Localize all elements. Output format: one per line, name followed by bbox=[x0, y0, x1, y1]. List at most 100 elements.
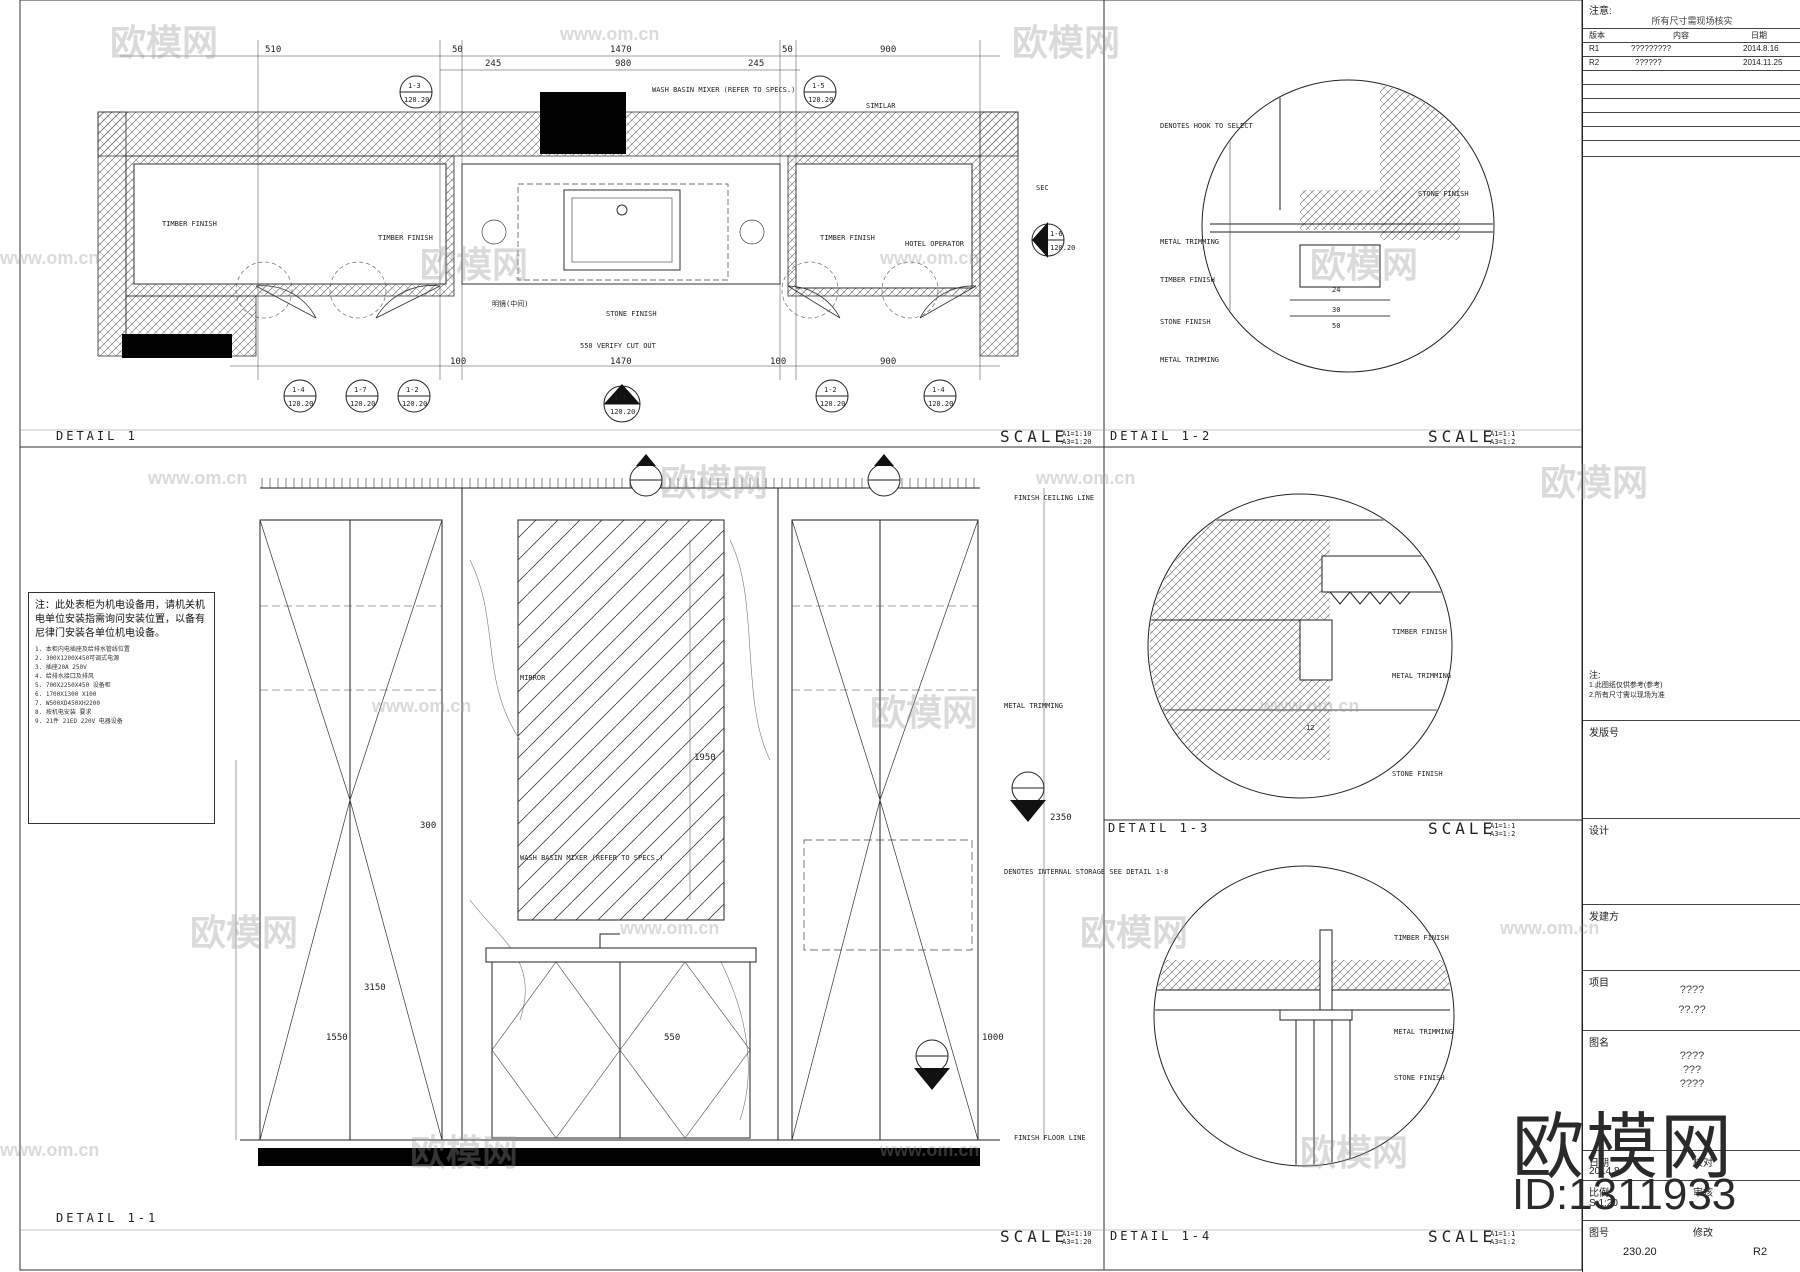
elev-dim-1000: 1000 bbox=[982, 1033, 1004, 1043]
d13-stone-label: STONE FINISH bbox=[1392, 770, 1443, 778]
dim-bot-100a: 100 bbox=[450, 357, 466, 367]
detail-1-4-circle: TIMBER FINISH METAL TRIMMING STONE FINIS… bbox=[1153, 865, 1455, 1167]
d12-stone-label-2: STONE FINISH bbox=[1160, 318, 1211, 326]
notes-line-3: 3. 插座20A 250V bbox=[35, 664, 87, 671]
plan-stone-label: STONE FINISH bbox=[606, 310, 657, 318]
plan-cutout-label: 550 VERIFY CUT OUT bbox=[580, 342, 657, 350]
tb-notes-sub: 所有尺寸需现场核实 bbox=[1651, 16, 1733, 26]
d14-timber-label: TIMBER FINISH bbox=[1394, 934, 1449, 942]
d12-select-label: DENOTES HOOK TO SELECT bbox=[1160, 122, 1254, 130]
tb-rev1-desc: ????????? bbox=[1631, 44, 1672, 53]
svg-text:120.20: 120.20 bbox=[928, 400, 953, 408]
notes-line-4: 4. 给排水接口及排风 bbox=[35, 673, 94, 680]
dim-bot-1470: 1470 bbox=[610, 357, 632, 367]
dim-50b: 50 bbox=[782, 45, 793, 55]
svg-text:1-3: 1-3 bbox=[408, 82, 421, 90]
tb-review-lbl: 审核 bbox=[1693, 1188, 1713, 1199]
title-detail14: DETAIL 1-4 bbox=[1110, 1229, 1212, 1243]
notes-line-2: 2. 300X1200X450可调式电源 bbox=[35, 655, 120, 662]
notes-line-8: 8. 按机电安装 要求 bbox=[35, 709, 92, 716]
tb-ver-val: R2 bbox=[1753, 1246, 1768, 1258]
dim-bot-900: 900 bbox=[880, 357, 896, 367]
dim-980: 980 bbox=[615, 59, 631, 69]
elev-denotes-label: DENOTES INTERNAL STORAGE SEE DETAIL 1-8 bbox=[1004, 868, 1168, 876]
tb-note2-line1: 1.此图纸仅供参考(参考) bbox=[1589, 682, 1663, 689]
plan-basin-label: WASH BASIN MIXER (REFER TO SPECS.) bbox=[652, 86, 795, 94]
tb-project-val2: ??.?? bbox=[1678, 1004, 1706, 1016]
tb-drawing-val: ???? bbox=[1679, 1050, 1705, 1062]
dim-1470: 1470 bbox=[610, 45, 632, 55]
tb-issue: 发版号 bbox=[1589, 728, 1619, 739]
svg-text:1-5: 1-5 bbox=[812, 82, 825, 90]
svg-text:120.20: 120.20 bbox=[402, 400, 427, 408]
dim-bot-100b: 100 bbox=[770, 357, 786, 367]
tb-rev1: R1 bbox=[1589, 44, 1600, 53]
d13-dim-12: 12 bbox=[1306, 724, 1314, 732]
tb-design: 设计 bbox=[1589, 826, 1609, 837]
scale-label-4: SCALE bbox=[1000, 1227, 1068, 1246]
detail-1-3-circle: TIMBER FINISH METAL TRIMMING STONE FINIS… bbox=[1147, 493, 1453, 799]
tb-drawing: 图名 bbox=[1589, 1038, 1609, 1049]
dim-900: 900 bbox=[880, 45, 896, 55]
elev-floor-label: FINISH FLOOR LINE bbox=[1014, 1134, 1086, 1142]
tb-check-lbl: 校对 bbox=[1693, 1158, 1713, 1169]
elev-dim-1550: 1550 bbox=[326, 1033, 348, 1043]
tb-rev1-date: 2014.8.16 bbox=[1743, 44, 1779, 53]
callout-bubble-2: 1-5 120.20 bbox=[803, 75, 837, 109]
svg-text:120.20: 120.20 bbox=[404, 96, 429, 104]
tb-col-date: 日期 bbox=[1751, 31, 1767, 40]
plan-hotel-label: HOTEL OPERATOR bbox=[905, 240, 965, 248]
elev-basin-label: WASH BASIN MIXER (REFER TO SPECS.) bbox=[520, 854, 663, 862]
watermark-id: ID:1311933 bbox=[1512, 1170, 1737, 1219]
d12-dim-50: 50 bbox=[1332, 322, 1340, 330]
plan-similar-label: SIMILAR bbox=[866, 102, 896, 110]
title-detail11: DETAIL 1-1 bbox=[56, 1211, 158, 1225]
title-detail1: DETAIL 1 bbox=[56, 429, 138, 443]
dim-50a: 50 bbox=[452, 45, 463, 55]
scale-label-1: SCALE bbox=[1000, 427, 1068, 446]
tb-ver-lbl: 修改 bbox=[1693, 1228, 1713, 1239]
tb-project-val: ???? bbox=[1679, 984, 1705, 996]
d14-stone-label: STONE FINISH bbox=[1394, 1074, 1445, 1082]
title-block: 注意: 所有尺寸需现场核实 版本 内容 日期 R1 ????????? 2014… bbox=[1582, 0, 1800, 1272]
notes-line-7: 7. W500XD450XH2200 bbox=[35, 700, 101, 707]
elev-dim-1950: 1950 bbox=[694, 753, 716, 763]
tb-notes-head: 注意: bbox=[1589, 6, 1612, 17]
elev-metal-label: METAL TRIMMING bbox=[1004, 702, 1063, 710]
scale-label-2: SCALE bbox=[1428, 427, 1496, 446]
elev-marker-side bbox=[1010, 771, 1046, 822]
plan-timber-label-2: TIMBER FINISH bbox=[378, 234, 433, 242]
notes-box: 注：此处表柜为机电设备用，请机关机电单位安装指需询问安装位置，以备有尼律门安装各… bbox=[28, 592, 215, 824]
title-detail12: DETAIL 1-2 bbox=[1110, 429, 1212, 443]
d12-dim-24: 24 bbox=[1332, 286, 1340, 294]
tb-rev2: R2 bbox=[1589, 58, 1600, 67]
elev-marker-low bbox=[914, 1039, 950, 1090]
elev-dim-300: 300 bbox=[420, 821, 436, 831]
scale-label-3: SCALE bbox=[1428, 819, 1496, 838]
svg-text:120.20: 120.20 bbox=[1050, 244, 1075, 252]
elev-mirror-label: MIRROR bbox=[520, 674, 546, 682]
tb-scale-lbl: 比例 bbox=[1589, 1188, 1609, 1199]
plan-view: 510 1470 900 245 980 245 50 50 1470 900 … bbox=[97, 40, 1075, 423]
watermark-logo-big: 欧模网 bbox=[1512, 1108, 1735, 1188]
plan-sec-label: SEC bbox=[1036, 184, 1049, 192]
tb-scale-val: S:1:20 bbox=[1589, 1198, 1618, 1209]
elev-dim-550: 550 bbox=[664, 1033, 680, 1043]
dim-510: 510 bbox=[265, 45, 281, 55]
svg-text:120.20: 120.20 bbox=[808, 96, 833, 104]
d13-timber-label: TIMBER FINISH bbox=[1392, 628, 1447, 636]
svg-text:120.20: 120.20 bbox=[350, 400, 375, 408]
title-detail13: DETAIL 1-3 bbox=[1108, 821, 1210, 835]
tb-col-rev: 版本 bbox=[1589, 31, 1605, 40]
tb-dwgno-lbl: 图号 bbox=[1589, 1228, 1609, 1239]
